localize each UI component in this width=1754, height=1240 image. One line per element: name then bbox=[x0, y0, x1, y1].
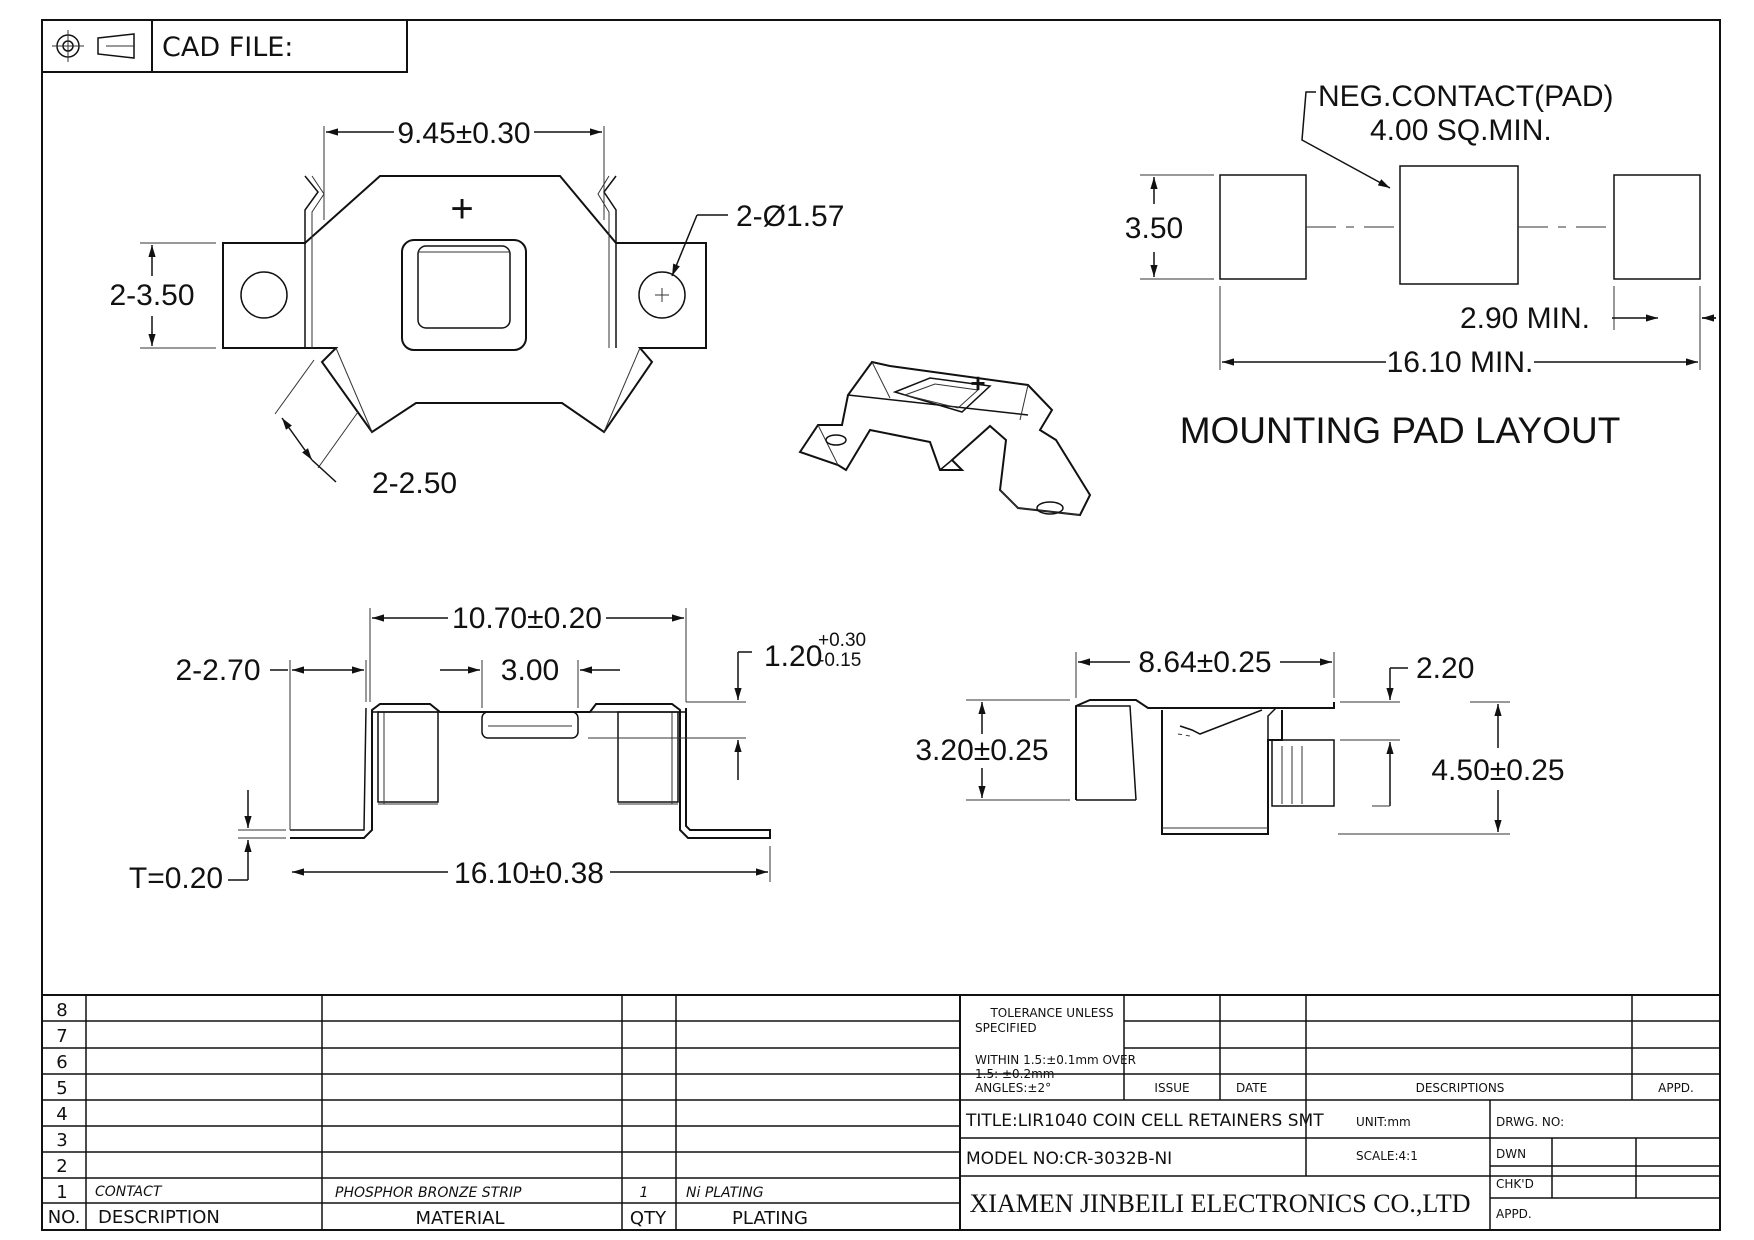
dim-front-top: 10.70±0.20 bbox=[452, 602, 602, 635]
dim-tab-height: 2-3.50 bbox=[109, 279, 194, 312]
dim-leg-width: 2-2.50 bbox=[372, 467, 457, 500]
mount-hole-right bbox=[638, 271, 686, 319]
appd-header: APPD. bbox=[1658, 1081, 1694, 1095]
dim-front-center: 3.00 bbox=[501, 654, 559, 687]
dim-front-bottom: 16.10±0.38 bbox=[454, 857, 604, 890]
dim-thickness: T=0.20 bbox=[129, 862, 223, 895]
drawing-title: TITLE:LIR1040 COIN CELL RETAINERS SMT bbox=[965, 1111, 1324, 1131]
top-view: + 9.45±0.30 2-3.50 2-Ø1.57 2-2.50 bbox=[109, 117, 844, 500]
within-line-2: 1.5: ±0.2mm bbox=[975, 1067, 1054, 1081]
date-header: DATE bbox=[1236, 1081, 1267, 1095]
pad-center bbox=[1399, 165, 1519, 285]
model-number: MODEL NO:CR-3032B-NI bbox=[966, 1149, 1172, 1169]
cad-file-label: CAD FILE: bbox=[162, 32, 293, 63]
bom-row-4: 4 bbox=[56, 1104, 67, 1125]
approved-label: APPD. bbox=[1496, 1207, 1532, 1221]
mounting-pad-layout: NEG.CONTACT(PAD) 4.00 SQ.MIN. 3.50 2.90 … bbox=[1125, 80, 1716, 451]
bom-row-6: 6 bbox=[56, 1052, 67, 1073]
company-name: XIAMEN JINBEILI ELECTRONICS CO.,LTD bbox=[970, 1189, 1471, 1218]
dim-side-small: 2.20 bbox=[1416, 652, 1474, 685]
bom-header-plating: PLATING bbox=[732, 1208, 808, 1229]
dim-side-right-height: 4.50±0.25 bbox=[1431, 754, 1564, 787]
neg-contact-label: NEG.CONTACT(PAD) bbox=[1318, 80, 1614, 113]
mount-hole-left bbox=[240, 271, 288, 319]
bom-table: 8 7 6 5 4 3 2 1 CONTACT PHOSPHOR BRONZE … bbox=[42, 994, 1720, 1230]
third-angle-projection-icon bbox=[52, 30, 135, 62]
unit-label: UNIT:mm bbox=[1356, 1115, 1411, 1129]
dim-pad-total: 16.10 MIN. bbox=[1387, 346, 1534, 379]
within-line-1: WITHIN 1.5:±0.1mm OVER bbox=[975, 1053, 1136, 1067]
side-view: 8.64±0.25 2.20 3.20±0.25 4.50±0.25 bbox=[915, 646, 1565, 835]
dim-front-height-plus: +0.30 bbox=[818, 630, 866, 651]
bom-item-plating: Ni PLATING bbox=[686, 1185, 764, 1201]
front-view: 10.70±0.20 2-2.70 3.00 1.20 +0.30 -0.15 … bbox=[129, 602, 866, 895]
tolerance-line-2: SPECIFIED bbox=[975, 1021, 1037, 1035]
dim-front-height: 1.20 bbox=[764, 640, 822, 673]
dim-pad-height: 3.50 bbox=[1125, 212, 1183, 245]
drawing-number-label: DRWG. NO: bbox=[1496, 1115, 1564, 1129]
dim-side-left-height: 3.20±0.25 bbox=[915, 734, 1048, 767]
bom-row-8: 8 bbox=[56, 1000, 67, 1021]
pad-layout-title: MOUNTING PAD LAYOUT bbox=[1180, 410, 1621, 451]
sheet-border bbox=[41, 19, 1721, 1231]
dim-side-width: 8.64±0.25 bbox=[1138, 646, 1271, 679]
isometric-view: + bbox=[798, 360, 1092, 517]
dim-hole-diameter: 2-Ø1.57 bbox=[736, 200, 844, 233]
scale-label: SCALE:4:1 bbox=[1356, 1149, 1418, 1163]
within-line-3: ANGLES:±2° bbox=[975, 1081, 1051, 1095]
bom-header-material: MATERIAL bbox=[416, 1208, 505, 1229]
checked-label: CHK'D bbox=[1496, 1177, 1534, 1191]
bom-header-qty: QTY bbox=[630, 1208, 667, 1229]
cad-header: CAD FILE: bbox=[41, 19, 408, 73]
bom-row-3: 3 bbox=[56, 1130, 67, 1151]
title-block: TOLERANCE UNLESS SPECIFIED WITHIN 1.5:±0… bbox=[960, 995, 1720, 1230]
bom-item-description: CONTACT bbox=[95, 1184, 163, 1200]
issue-header: ISSUE bbox=[1154, 1081, 1189, 1095]
polarity-mark: + bbox=[450, 187, 473, 231]
descriptions-header: DESCRIPTIONS bbox=[1416, 1081, 1505, 1095]
tolerance-line-1: TOLERANCE UNLESS bbox=[989, 1006, 1113, 1020]
bom-row-1: 1 bbox=[56, 1182, 67, 1203]
bom-item-material: PHOSPHOR BRONZE STRIP bbox=[335, 1185, 522, 1201]
dim-front-height-minus: -0.15 bbox=[818, 650, 861, 671]
dim-pad-width: 2.90 MIN. bbox=[1460, 302, 1590, 335]
dim-front-side: 2-2.70 bbox=[175, 654, 260, 687]
neg-contact-size: 4.00 SQ.MIN. bbox=[1370, 114, 1552, 147]
bom-row-5: 5 bbox=[56, 1078, 67, 1099]
bom-item-qty: 1 bbox=[640, 1185, 649, 1201]
dim-top-width: 9.45±0.30 bbox=[397, 117, 530, 150]
bom-row-2: 2 bbox=[56, 1156, 67, 1177]
pad-left bbox=[1219, 174, 1307, 280]
iso-polarity-mark: + bbox=[970, 368, 985, 398]
bom-header-no: NO. bbox=[48, 1207, 81, 1228]
bom-header-description: DESCRIPTION bbox=[98, 1207, 220, 1228]
pad-right bbox=[1613, 174, 1701, 280]
bom-row-7: 7 bbox=[56, 1026, 67, 1047]
drawn-label: DWN bbox=[1496, 1147, 1526, 1161]
